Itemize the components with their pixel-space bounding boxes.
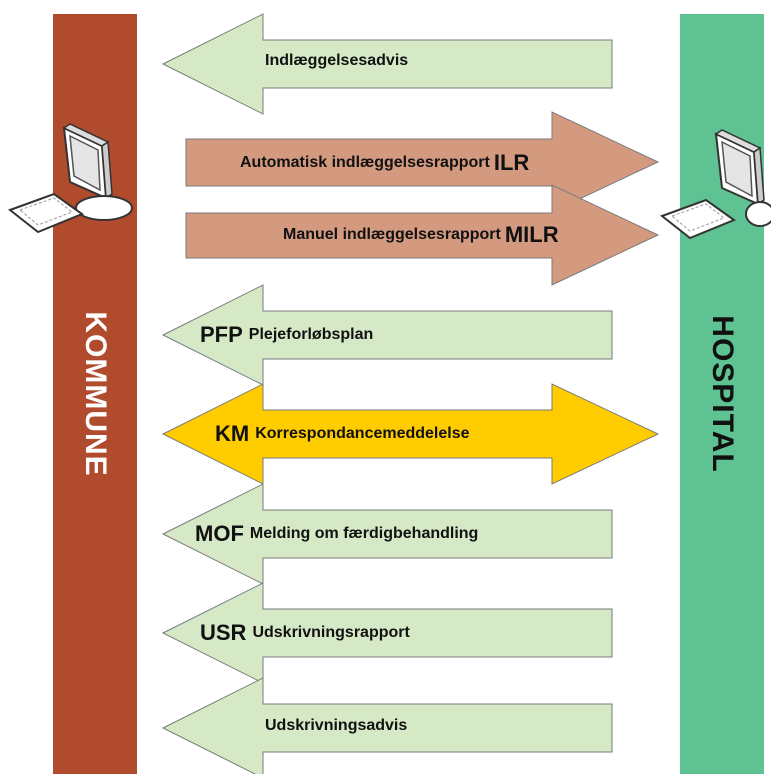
label-udskrivningsadvis: Udskrivningsadvis: [265, 717, 407, 735]
message-label: Manuel indlæggelsesrapport: [283, 226, 501, 243]
arrow-pfp: [161, 284, 613, 386]
arrow-indlaeggelsesadvis: [161, 13, 613, 115]
message-label: Melding om færdigbehandling: [249, 525, 479, 542]
message-abbr: PFP: [200, 322, 243, 347]
computer-icon: [659, 129, 771, 240]
message-label: Korrespondancemeddelelse: [255, 425, 470, 442]
message-abbr: USR: [200, 620, 247, 645]
message-abbr: ILR: [493, 150, 530, 175]
message-label: Automatisk indlæggelsesrapport: [240, 154, 490, 171]
message-label: Udskrivningsadvis: [265, 717, 408, 734]
message-abbr: MILR: [504, 222, 559, 247]
message-abbr: KM: [215, 421, 250, 446]
arrow-km: [161, 383, 660, 485]
message-label: Plejeforløbsplan: [248, 326, 374, 343]
label-usr: USR Udskrivningsrapport: [200, 620, 410, 646]
arrow-ilr: [185, 111, 660, 213]
label-mof: MOF Melding om færdigbehandling: [195, 521, 478, 547]
label-indlaeggelsesadvis: Indlæggelsesadvis: [265, 52, 408, 70]
message-abbr: MOF: [195, 521, 244, 546]
arrow-milr: [185, 184, 660, 286]
label-km: KM Korrespondancemeddelelse: [215, 421, 470, 447]
message-label: Udskrivningsrapport: [252, 624, 410, 641]
computer-icon: [7, 123, 133, 234]
arrow-mof: [161, 483, 613, 585]
message-label: Indlæggelsesadvis: [265, 52, 409, 69]
label-pfp: PFP Plejeforløbsplan: [200, 322, 373, 348]
